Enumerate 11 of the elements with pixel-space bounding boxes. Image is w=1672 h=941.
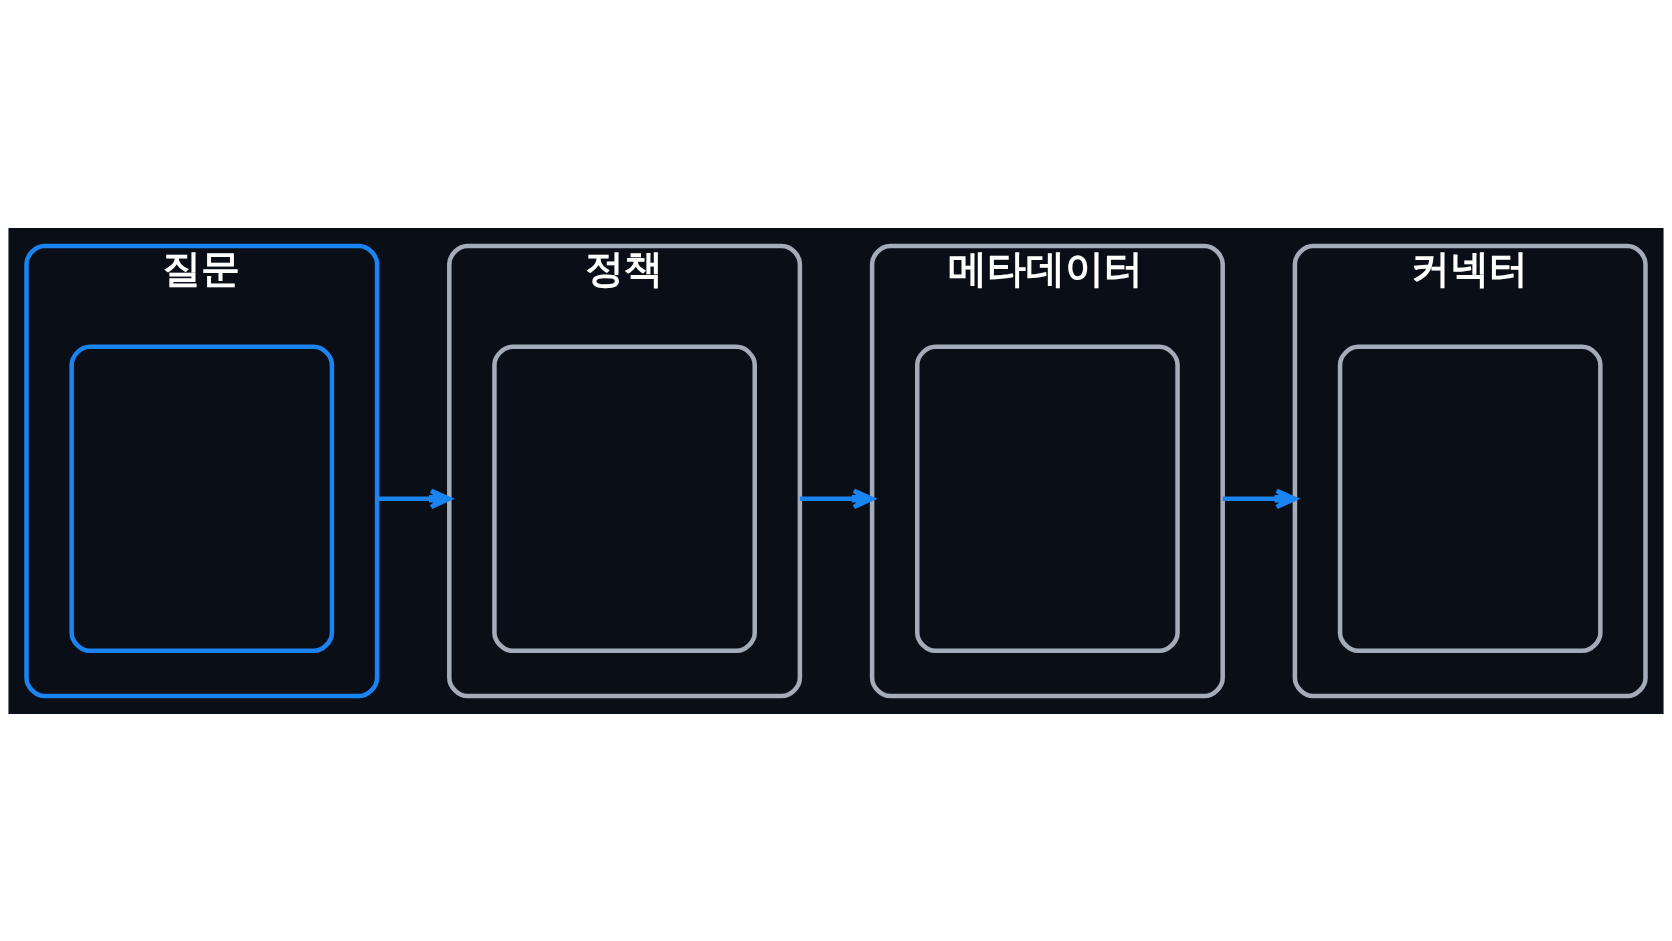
arrow xyxy=(377,487,452,509)
node-box xyxy=(915,344,1180,653)
node-box xyxy=(1337,344,1603,653)
cluster: 정책 xyxy=(447,243,803,698)
arrow xyxy=(1222,487,1298,509)
cluster: 커넥터 xyxy=(1292,243,1648,698)
node-box xyxy=(492,344,757,653)
cluster: 질문 xyxy=(24,243,380,698)
arrow xyxy=(799,487,875,509)
cluster: 메타데이터 xyxy=(869,243,1225,698)
node-box xyxy=(69,344,335,653)
